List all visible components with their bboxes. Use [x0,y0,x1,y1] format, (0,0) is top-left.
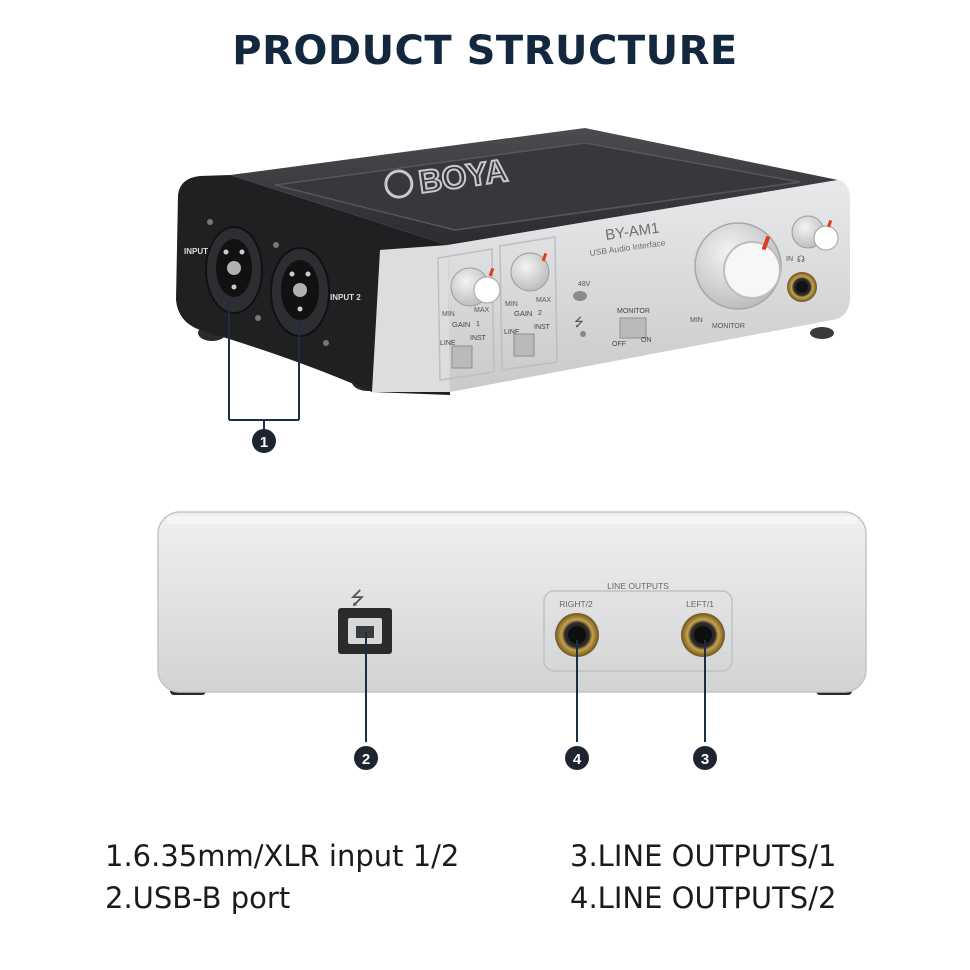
device-top-inset [274,142,801,231]
label-gain1-num: 1 [476,321,480,328]
callout-badge-3: 3 [693,746,717,770]
label-monitor-switch: MONITOR [617,308,650,315]
callout-1-bracket [228,300,300,430]
combo-input-1 [205,219,263,321]
callout-badge-4: 4 [565,746,589,770]
legend-item-4: 4.LINE OUTPUTS/2 [570,881,837,915]
legend-item-3: 3.LINE OUTPUTS/1 [570,839,837,873]
label-max-2: MAX [536,297,552,304]
label-monitor-knob: MONITOR [712,323,745,330]
gain-knob-2 [510,252,550,292]
callout-number: 1 [260,434,268,451]
label-input1: INPUT 1 [184,247,215,256]
line-inst-switch-1 [451,345,473,369]
monitor-switch [619,317,647,339]
label-right2: RIGHT/2 [559,599,593,609]
usb-led [580,331,586,337]
label-48v: 48V [578,281,591,288]
label-gain2-num: 2 [538,310,542,317]
back-device: ⭍ LINE OUTPUTS RIGHT/2 LEFT/1 [157,511,867,695]
label-gain2: GAIN [514,309,532,318]
gain-knob-1 [450,267,501,307]
device-front-corner [372,245,450,392]
usb-icon: ⭍ [574,315,584,329]
label-on: ON [641,337,652,344]
legend-left: 1.6.35mm/XLR input 1/2 2.USB-B port [105,835,459,919]
line-inst-switch-2 [513,333,535,357]
label-line-1: LINE [440,340,456,347]
label-min-monitor: MIN [690,317,703,324]
label-inst-2: INST [534,324,551,331]
phantom-led [573,291,587,301]
headphone-knob [791,215,839,251]
line-outputs-group [543,590,733,672]
usb-symbol-icon: ⭍ [350,588,365,608]
legend-item-2: 2.USB-B port [105,881,291,915]
label-max: MAX [474,307,490,314]
legend-item-1: 1.6.35mm/XLR input 1/2 [105,839,460,873]
label-off: OFF [612,341,626,348]
label-in: IN [786,256,793,263]
headphone-icon: ☊ [797,254,805,264]
legend-right: 3.LINE OUTPUTS/1 4.LINE OUTPUTS/2 [570,835,836,919]
monitor-knob [694,222,782,310]
callout-number: 3 [701,751,709,768]
callout-number: 2 [362,751,370,768]
callout-badge-2: 2 [354,746,378,770]
callout-badge-1: 1 [252,429,276,453]
label-min: MIN [442,311,455,318]
label-min-2: MIN [505,301,518,308]
device-foot [810,327,834,339]
callout-number: 4 [573,751,582,768]
label-line-2: LINE [504,329,520,336]
back-panel [157,511,867,693]
front-device: BOYA INPUT 1 INPUT 2 [176,128,850,395]
label-inst-1: INST [470,335,487,342]
label-gain1: GAIN [452,320,470,329]
page-title: PRODUCT STRUCTURE [232,28,738,74]
label-line-outputs: LINE OUTPUTS [607,581,669,591]
label-left1: LEFT/1 [686,599,714,609]
label-input2: INPUT 2 [330,293,361,302]
combo-input-2 [270,242,330,346]
